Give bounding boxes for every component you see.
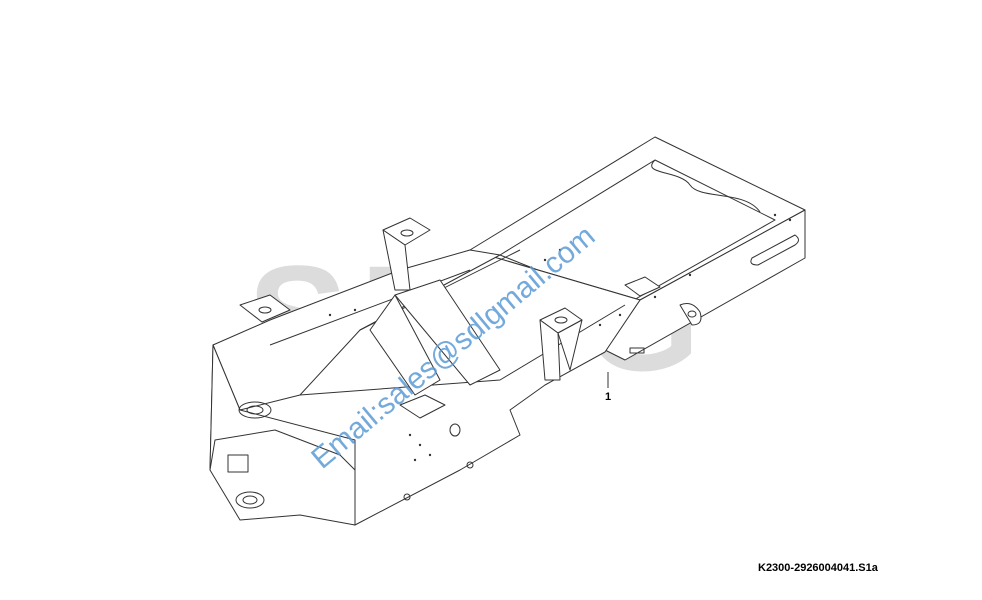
frame-drawing — [209, 136, 806, 526]
end-slot — [750, 234, 799, 266]
bolt-holes — [328, 213, 792, 462]
upper-pin-boss — [238, 401, 272, 419]
mount-pad-rear — [624, 276, 661, 297]
part-callout: 1 — [605, 391, 611, 403]
front-bracket — [209, 429, 356, 526]
mount-pad-front-bottom — [399, 394, 446, 419]
side-hole — [449, 423, 461, 437]
drawing-code: K2300-2926004041.S1a — [758, 562, 878, 574]
cross-member — [394, 279, 501, 386]
rear-frame-side — [604, 209, 806, 361]
mount-pad-front — [239, 294, 291, 323]
side-tab — [679, 303, 702, 326]
lower-pin-boss — [235, 491, 265, 509]
